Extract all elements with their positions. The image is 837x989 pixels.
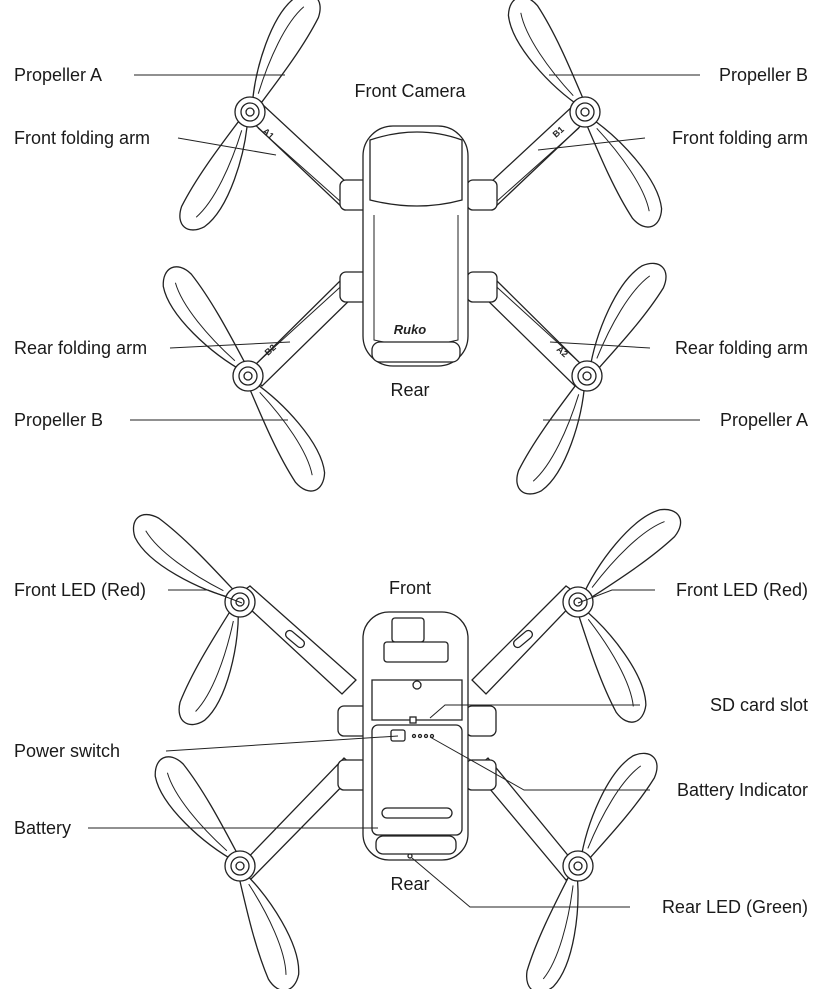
label-rear-folding-arm: Rear folding arm [14, 338, 147, 358]
label-battery-indicator: Battery Indicator [677, 780, 808, 800]
label-rear: Rear [390, 874, 429, 894]
label-sd-card-slot: SD card slot [710, 695, 808, 715]
label-front-led-red: Front LED (Red) [676, 580, 808, 600]
camera-mount [383, 641, 449, 663]
hinge-block [465, 705, 497, 737]
label-propeller-a: Propeller A [720, 410, 808, 430]
bottom-view: Front Front LED (Red) Front LED (Red) SD… [14, 498, 808, 989]
leader-line [165, 735, 399, 752]
leader-line [411, 857, 630, 908]
power-switch [390, 729, 406, 742]
propeller-rear-right [520, 743, 665, 989]
label-front-folding-arm: Front folding arm [672, 128, 808, 148]
rear-left-arm: B2 [247, 277, 359, 387]
battery-led [411, 733, 417, 739]
drone-body-bottom [362, 611, 469, 861]
battery-latch [381, 807, 453, 819]
top-view: A1 B1 B2 A2 Ruko [14, 0, 808, 503]
label-front: Front [389, 578, 431, 598]
label-rear-folding-arm: Rear folding arm [675, 338, 808, 358]
rear-led [407, 853, 413, 859]
leader-line [429, 736, 650, 791]
propeller-front-left [123, 506, 260, 733]
propeller-front-right [562, 498, 689, 729]
label-front-led-red: Front LED (Red) [14, 580, 146, 600]
leader-line [577, 589, 655, 604]
label-rear: Rear [390, 380, 429, 400]
label-propeller-a: Propeller A [14, 65, 102, 85]
label-battery: Battery [14, 818, 71, 838]
arm-vent [284, 629, 306, 649]
label-rear-led-green: Rear LED (Green) [662, 897, 808, 917]
hinge-block [465, 759, 497, 791]
battery-led [423, 733, 429, 739]
leader-line [177, 137, 277, 156]
drone-body-top: Ruko [362, 125, 469, 367]
sd-card-slot [409, 716, 417, 724]
leader-line [169, 341, 291, 349]
camera-gimbal [391, 617, 425, 643]
leader-line [168, 589, 243, 604]
label-front-camera: Front Camera [354, 81, 466, 101]
propeller-b-top-right [498, 0, 672, 234]
label-propeller-b: Propeller B [14, 410, 103, 430]
leader-line [537, 137, 646, 151]
battery-led [417, 733, 423, 739]
battery-led [429, 733, 435, 739]
rear-tail [375, 835, 457, 855]
label-propeller-b: Propeller B [719, 65, 808, 85]
leader-line [429, 704, 640, 719]
leader-line [549, 341, 651, 349]
hinge-block [466, 179, 498, 211]
propeller-a-top-left [172, 0, 328, 239]
hinge-block [466, 271, 498, 303]
propeller-b-bottom-left [152, 259, 335, 498]
screw [412, 680, 422, 690]
label-power-switch: Power switch [14, 741, 120, 761]
brand-logo: Ruko [394, 322, 427, 337]
arm-vent [512, 629, 534, 649]
label-front-folding-arm: Front folding arm [14, 128, 150, 148]
propeller-rear-left [144, 749, 308, 989]
propeller-a-bottom-right [509, 253, 674, 503]
